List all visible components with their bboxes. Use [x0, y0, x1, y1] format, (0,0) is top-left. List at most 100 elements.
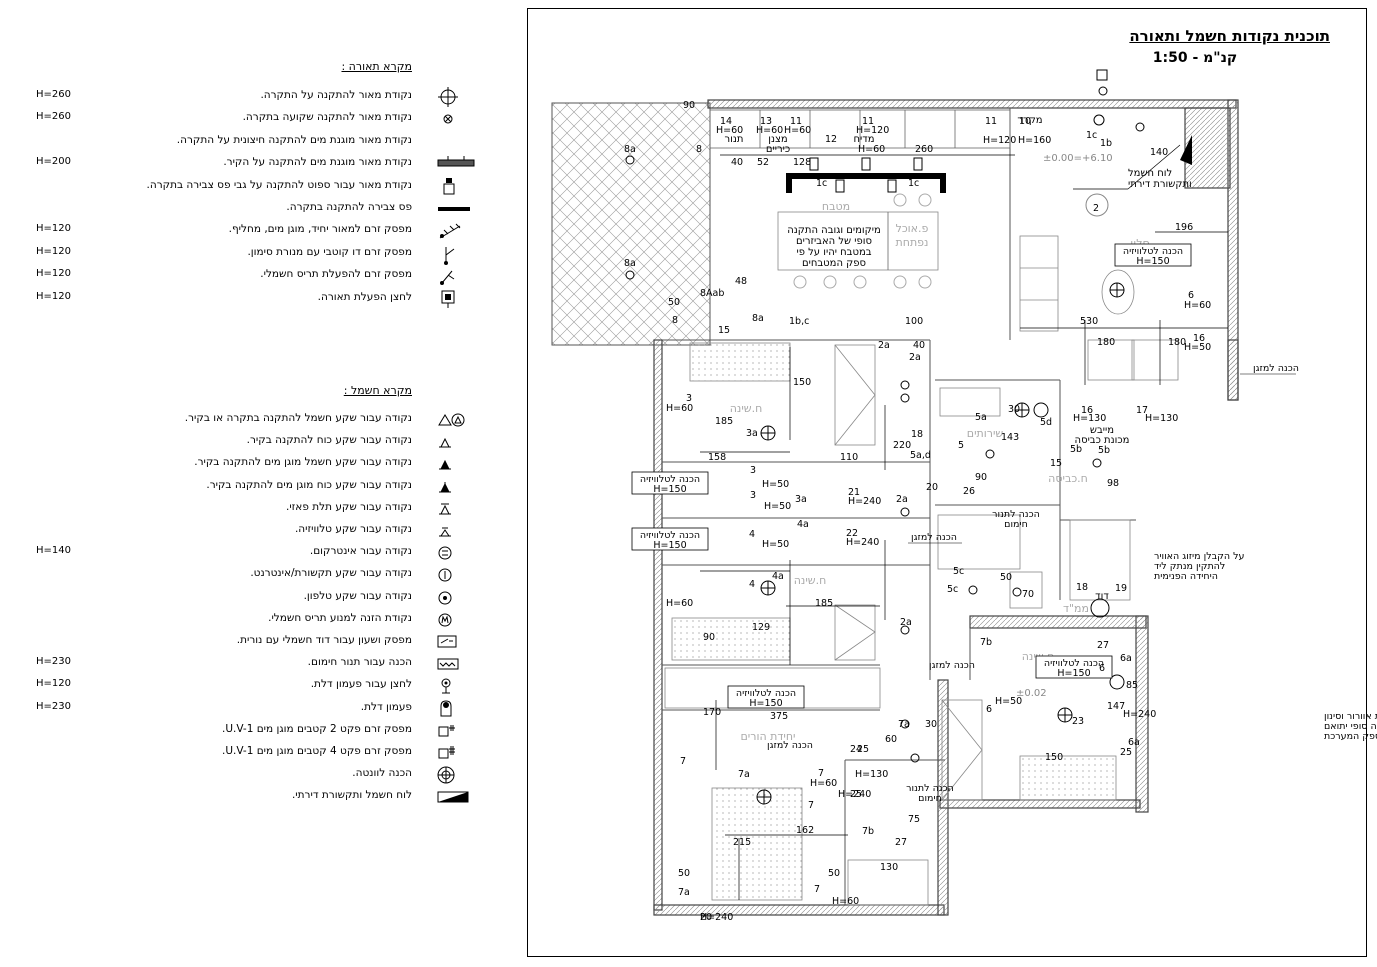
panel-icon: [437, 791, 469, 803]
legend-row: מפסק זרם פקט 2 קטבים מוגן מים U.V-1.: [0, 720, 520, 742]
legend-text: מפסק זרם דו קוטבי עם מנורת סימון.: [247, 245, 412, 258]
legend-text: פעמון דלת.: [360, 700, 412, 713]
data-socket-icon: [438, 568, 452, 582]
legend-row: H=230 פעמון דלת.: [0, 698, 520, 720]
legend-row: H=140 נקודה עבור אינטרקום.: [0, 542, 520, 564]
legend-text: נקודת מאור עבור ספוט להתקנה על גבי פס צב…: [146, 178, 412, 191]
legend-text: פס צבירה להתקנה בתקרה.: [286, 201, 412, 213]
legend-height: H=120: [36, 290, 71, 302]
boiler-switch-icon: [437, 635, 457, 648]
waterproof-power-socket-icon: [439, 481, 451, 493]
legend-text: לחצן הפעלת תאורה.: [317, 290, 412, 303]
legend-height: H=230: [36, 700, 71, 712]
legend-row: נקודת מאור עבור ספוט להתקנה על גבי פס צב…: [0, 176, 520, 198]
legend-row: H=200 נקודת מאור מוגנת מים להתקנה על הקיר…: [0, 153, 520, 175]
legend-row: H=120 מפסק זרם דו קוטבי עם מנורת סימון.: [0, 243, 520, 265]
legend-height: H=200: [36, 156, 71, 168]
legend-text: נקודה עבור שקע חשמל להתקנה בתקרה או בקיר…: [184, 412, 412, 424]
legend-panel: מקרא תאורה : H=260 נקודת מאור להתקנה על ה…: [0, 0, 520, 967]
legend-row: נקודה עבור שקע חשמל להתקנה בתקרה או בקיר…: [0, 409, 520, 431]
plan-scale: קנ"מ - 1:50: [1152, 50, 1238, 66]
legend-text: הכנה עבור תנור חימום.: [307, 656, 412, 669]
light-button-icon: [441, 290, 455, 308]
legend-row: נקודת הזנה למנוע תריס חשמלי.: [0, 609, 520, 631]
track-rail-icon: [438, 207, 470, 211]
legend-row: נקודת מאור מוגנת מים להתקנה חיצונית על ה…: [0, 131, 520, 153]
legend-row: H=120 לחצן הפעלת תאורה.: [0, 288, 520, 310]
heater-icon: [437, 658, 459, 670]
legend-height: H=260: [36, 89, 71, 100]
legend-text: לחצן עבור פעמון דלת.: [310, 678, 412, 691]
legend-text: נקודה עבור שקע טלוויזיה.: [294, 523, 412, 535]
legend-row: פס צבירה להתקנה בתקרה.: [0, 198, 520, 220]
legend-row: H=260 נקודת מאור להתקנה שקועה בתקרה.: [0, 108, 520, 130]
legend-height: H=120: [36, 245, 71, 257]
legend-height: H=120: [36, 268, 71, 280]
legend-text: נקודה עבור שקע טלפון.: [303, 589, 412, 602]
power-socket-icon: [439, 438, 451, 448]
legend-text: מפסק זרם למאור יחיד, מוגן מים, מחליף.: [228, 223, 412, 236]
legend-height: H=140: [36, 545, 71, 557]
legend-text: נקודת הזנה למנוע תריס חשמלי.: [268, 611, 412, 624]
legend-row: נקודה עבור שקע כוח מוגן מים להתקנה בקיר.: [0, 476, 520, 498]
track-spot-icon: [443, 177, 455, 195]
ceiling-socket-icon: [438, 413, 465, 427]
legend-text: נקודת מאור להתקנה על התקרה.: [260, 89, 412, 101]
legend-text: נקודה עבור שקע כוח מוגן מים להתקנה בקיר.: [206, 478, 412, 491]
legend-text: נקודה עבור אינטרקום.: [309, 545, 412, 558]
legend-row: H=120 מפסק זרם למאור יחיד, מוגן מים, מחלי…: [0, 220, 520, 242]
intercom-icon: [438, 546, 452, 560]
waterproof-wall-light-icon: [437, 156, 475, 167]
legend-text: נקודה עבור שקע תקשורת/אינטרנט.: [250, 567, 412, 580]
legend-text: נקודה עבור שקע כוח להתקנה בקיר.: [246, 434, 412, 447]
waterproof-ceiling-light-icon: [436, 131, 476, 153]
electric-legend-title: מקרא חשמל :: [343, 384, 412, 397]
legend-height: H=120: [36, 678, 71, 690]
legend-text: מפסק זרם פקט 4 קטבים מוגן מים U.V-1.: [221, 745, 412, 757]
packet-switch-4-icon: [438, 746, 455, 759]
tv-socket-icon: [439, 527, 451, 537]
legend-text: נקודה עבור שקע תלת פאזי.: [285, 500, 412, 513]
legend-row: H=120 מפסק זרם להפעלת תריס חשמלי.: [0, 265, 520, 287]
legend-text: נקודת מאור להתקנה שקועה בתקרה.: [242, 111, 412, 124]
shutter-switch-icon: [440, 270, 455, 286]
single-switch-icon: [439, 224, 461, 239]
waterproof-socket-icon: [439, 460, 451, 470]
legend-row: הכנה לוונטה.: [0, 764, 520, 786]
legend-row: מפסק ושעון עבור דוד חשמלי עם נורית.: [0, 631, 520, 653]
legend-row: H=120 לחצן עבור פעמון דלת.: [0, 675, 520, 697]
legend-row: נקודה עבור שקע טלוויזיה.: [0, 520, 520, 542]
drawing-sheet: [527, 8, 1367, 957]
legend-height: H=120: [36, 223, 71, 235]
plan-title: תוכנית נקודות חשמל ותאורה: [1129, 27, 1330, 45]
three-phase-socket-icon: [439, 503, 451, 515]
bipolar-switch-icon: [444, 246, 455, 265]
legend-height: H=260: [36, 111, 71, 123]
legend-text: נקודת מאור מוגנת מים להתקנה חיצונית על ה…: [176, 133, 412, 146]
legend-text: נקודת מאור מוגנת מים להתקנה על הקיר.: [223, 156, 412, 169]
ceiling-light-icon: [438, 87, 458, 107]
legend-text: לוח חשמל ותקשורת דירתי.: [291, 789, 412, 802]
legend-text: נקודה עבור שקע חשמל מוגן מים להתקנה בקיר…: [194, 456, 412, 469]
legend-row: H=230 הכנה עבור תנור חימום.: [0, 653, 520, 675]
legend-text: מפסק זרם להפעלת תריס חשמלי.: [260, 268, 412, 281]
recessed-light-icon: [443, 114, 453, 124]
legend-height: H=230: [36, 656, 71, 668]
legend-text: מפסק ושעון עבור דוד חשמלי עם נורית.: [236, 634, 412, 646]
legend-row: נקודה עבור שקע טלפון.: [0, 587, 520, 609]
legend-text: הכנה לוונטה.: [352, 767, 412, 780]
phone-socket-icon: [438, 591, 452, 605]
legend-text: מפסק זרם פקט 2 קטבים מוגן מים U.V-1.: [221, 722, 412, 735]
legend-row: נקודה עבור שקע כוח להתקנה בקיר.: [0, 431, 520, 453]
legend-row: נקודה עבור שקע חשמל מוגן מים להתקנה בקיר…: [0, 453, 520, 475]
legend-row: לוח חשמל ותקשורת דירתי.: [0, 786, 520, 808]
legend-row: נקודה עבור שקע תלת פאזי.: [0, 498, 520, 520]
packet-switch-2-icon: [438, 724, 455, 737]
doorbell-icon: [440, 700, 452, 717]
legend-row: H=260 נקודת מאור להתקנה על התקרה.: [0, 86, 520, 108]
shutter-motor-icon: [438, 613, 452, 627]
legend-row: מפסק זרם פקט 4 קטבים מוגן מים U.V-1.: [0, 742, 520, 764]
legend-row: נקודה עבור שקע תקשורת/אינטרנט.: [0, 564, 520, 586]
lighting-legend-title: מקרא תאורה :: [341, 60, 412, 73]
vent-icon: [437, 766, 455, 784]
